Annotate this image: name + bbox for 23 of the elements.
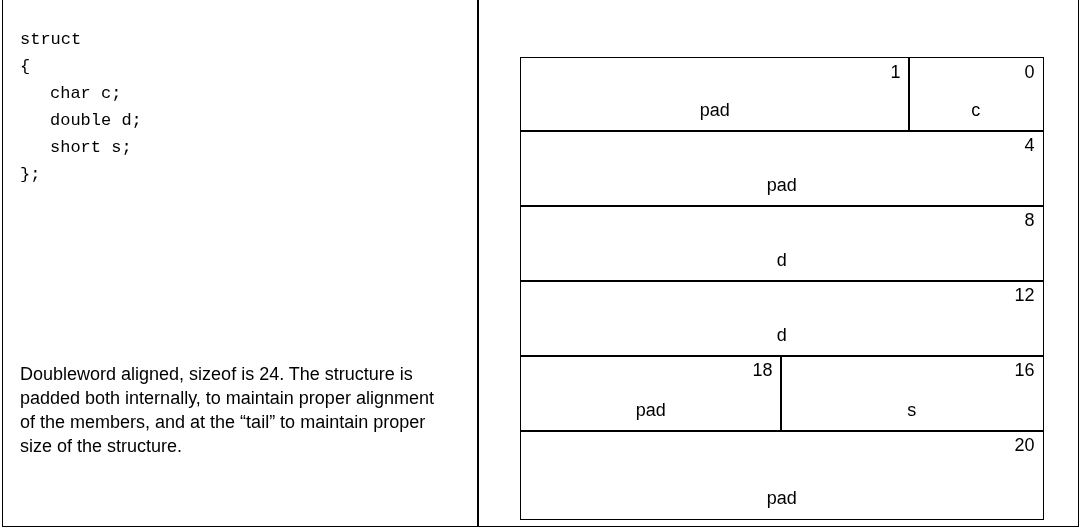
byte-offset: 20 [1014, 435, 1035, 456]
byte-offset: 16 [1014, 360, 1035, 381]
description-text: Doubleword aligned, sizeof is 24. The structure is padded both internally, to maintain proper alignment of the members, and at the “tail” to maintain proper size of the structure. [20, 363, 435, 458]
field-name: pad [698, 99, 731, 121]
code-line: { [20, 57, 31, 77]
byte-offset: 0 [1024, 62, 1035, 83]
field-name: d [775, 249, 788, 271]
field-name: pad [765, 174, 798, 196]
byte-offset: 8 [1024, 210, 1035, 231]
code-line: }; [20, 165, 41, 185]
code-line: struct [20, 30, 82, 50]
byte-offset: 18 [752, 360, 773, 381]
field-name: d [775, 324, 788, 346]
code-line: double d; [50, 111, 142, 131]
field-name: c [970, 99, 982, 121]
field-name: s [906, 399, 918, 421]
code-line: char c; [50, 84, 122, 104]
byte-offset: 4 [1024, 135, 1035, 156]
field-name: pad [634, 399, 667, 421]
byte-offset: 12 [1014, 285, 1035, 306]
byte-offset: 1 [890, 62, 901, 83]
field-name: pad [765, 487, 798, 509]
code-line: short s; [50, 138, 132, 158]
